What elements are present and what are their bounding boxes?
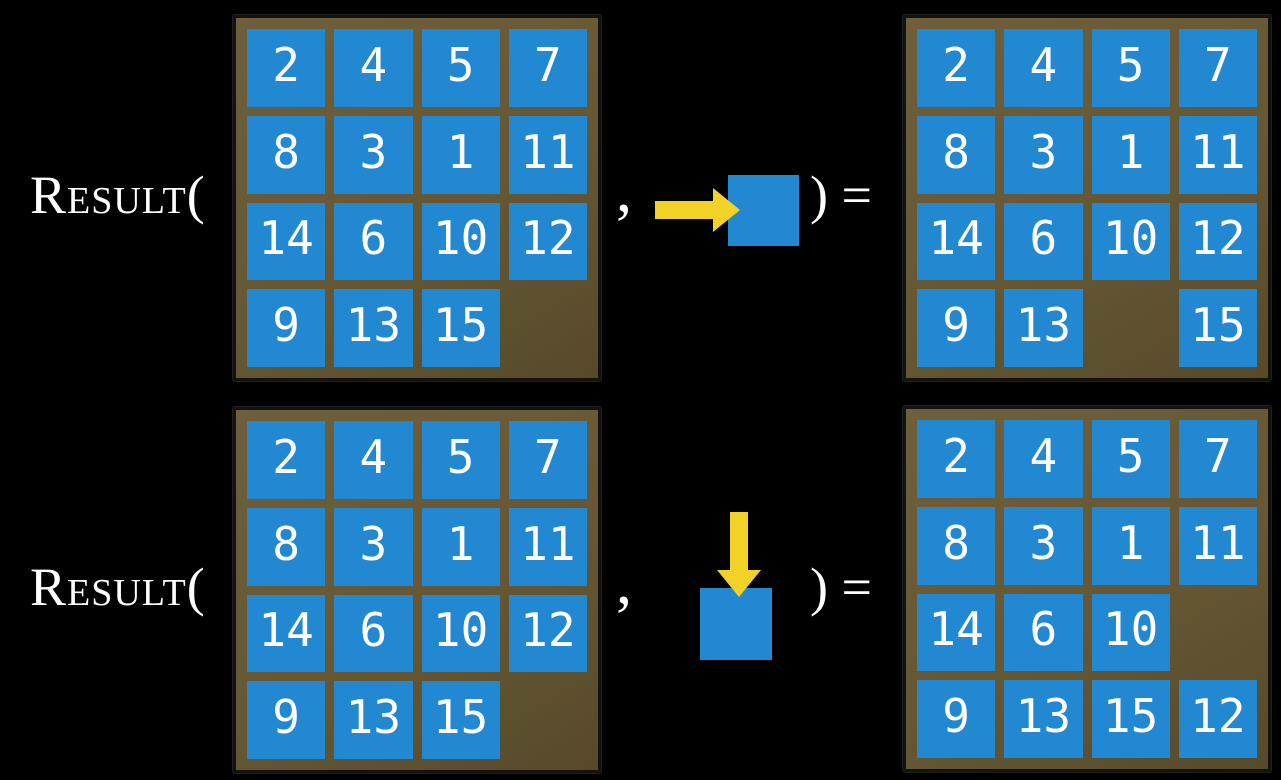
action-tile bbox=[700, 588, 772, 660]
puzzle-tile: 8 bbox=[247, 115, 326, 194]
puzzle-tile: 11 bbox=[1178, 506, 1257, 585]
puzzle-tile: 9 bbox=[247, 289, 326, 367]
puzzle-tile: 3 bbox=[334, 115, 413, 194]
puzzle-tile: 13 bbox=[334, 289, 413, 367]
puzzle-tile: 10 bbox=[421, 202, 500, 281]
puzzle-tile: 4 bbox=[334, 421, 413, 499]
puzzle-tile: 12 bbox=[1178, 202, 1257, 281]
puzzle-tile: 12 bbox=[508, 594, 587, 673]
result-function-label: Result( bbox=[30, 165, 206, 225]
close-paren-equals-label: ) = bbox=[810, 165, 872, 225]
puzzle-tile: 15 bbox=[1091, 680, 1170, 758]
puzzle-tile: 7 bbox=[1178, 29, 1257, 107]
puzzle-tile: 2 bbox=[917, 29, 996, 107]
puzzle-tile: 12 bbox=[1178, 680, 1257, 758]
result-function-label: Result( bbox=[30, 557, 206, 617]
puzzle-tile: 15 bbox=[1178, 289, 1257, 367]
puzzle-tile: 13 bbox=[1004, 289, 1083, 367]
puzzle-tile: 1 bbox=[421, 115, 500, 194]
action-tile bbox=[728, 175, 799, 246]
puzzle-tile: 1 bbox=[421, 507, 500, 586]
puzzle-tile: 9 bbox=[917, 680, 996, 758]
puzzle-tile: 1 bbox=[1091, 115, 1170, 194]
puzzle-tile: 5 bbox=[421, 421, 500, 499]
puzzle-tile: 4 bbox=[334, 29, 413, 107]
puzzle-tile: 14 bbox=[917, 593, 996, 672]
puzzle-tile: 8 bbox=[917, 115, 996, 194]
puzzle-tile: 13 bbox=[334, 681, 413, 759]
puzzle-tile: 10 bbox=[1091, 593, 1170, 672]
puzzle-tile: 3 bbox=[1004, 506, 1083, 585]
puzzle-tile: 4 bbox=[1004, 420, 1083, 498]
puzzle-tile: 2 bbox=[247, 421, 326, 499]
close-paren-equals-label: ) = bbox=[810, 557, 872, 617]
puzzle-tile: 4 bbox=[1004, 29, 1083, 107]
comma-separator: , bbox=[616, 154, 632, 225]
puzzle-tile: 7 bbox=[508, 421, 587, 499]
puzzle-tile: 13 bbox=[1004, 680, 1083, 758]
puzzle-tile: 5 bbox=[421, 29, 500, 107]
puzzle-tile: 6 bbox=[334, 594, 413, 673]
puzzle-tile: 10 bbox=[1091, 202, 1170, 281]
empty-cell bbox=[509, 289, 587, 367]
puzzle-tile: 1 bbox=[1091, 506, 1170, 585]
puzzle-tile: 10 bbox=[421, 594, 500, 673]
empty-cell bbox=[1092, 289, 1170, 367]
puzzle-tile: 8 bbox=[247, 507, 326, 586]
puzzle-tile: 3 bbox=[334, 507, 413, 586]
puzzle-tile: 12 bbox=[508, 202, 587, 281]
arrow-down-icon bbox=[717, 512, 761, 597]
puzzle-tile: 14 bbox=[247, 594, 326, 673]
puzzle-tile: 7 bbox=[1178, 420, 1257, 498]
puzzle-tile: 14 bbox=[917, 202, 996, 281]
puzzle-tile: 6 bbox=[1004, 202, 1083, 281]
empty-cell bbox=[509, 681, 587, 759]
puzzle-tile: 9 bbox=[247, 681, 326, 759]
puzzle-tile: 15 bbox=[421, 681, 500, 759]
puzzle-tile: 8 bbox=[917, 506, 996, 585]
puzzle-tile: 15 bbox=[421, 289, 500, 367]
puzzle-tile: 5 bbox=[1091, 29, 1170, 107]
puzzle-tile: 11 bbox=[508, 115, 587, 194]
puzzle-tile: 6 bbox=[1004, 593, 1083, 672]
arrow-right-icon bbox=[655, 188, 740, 232]
puzzle-tile: 5 bbox=[1091, 420, 1170, 498]
puzzle-tile: 7 bbox=[508, 29, 587, 107]
puzzle-tile: 14 bbox=[247, 202, 326, 281]
puzzle-tile: 3 bbox=[1004, 115, 1083, 194]
puzzle-tile: 11 bbox=[508, 507, 587, 586]
puzzle-tile: 11 bbox=[1178, 115, 1257, 194]
empty-cell bbox=[1179, 594, 1257, 672]
puzzle-tile: 2 bbox=[247, 29, 326, 107]
puzzle-tile: 2 bbox=[917, 420, 996, 498]
comma-separator: , bbox=[616, 546, 632, 617]
puzzle-tile: 6 bbox=[334, 202, 413, 281]
puzzle-tile: 9 bbox=[917, 289, 996, 367]
